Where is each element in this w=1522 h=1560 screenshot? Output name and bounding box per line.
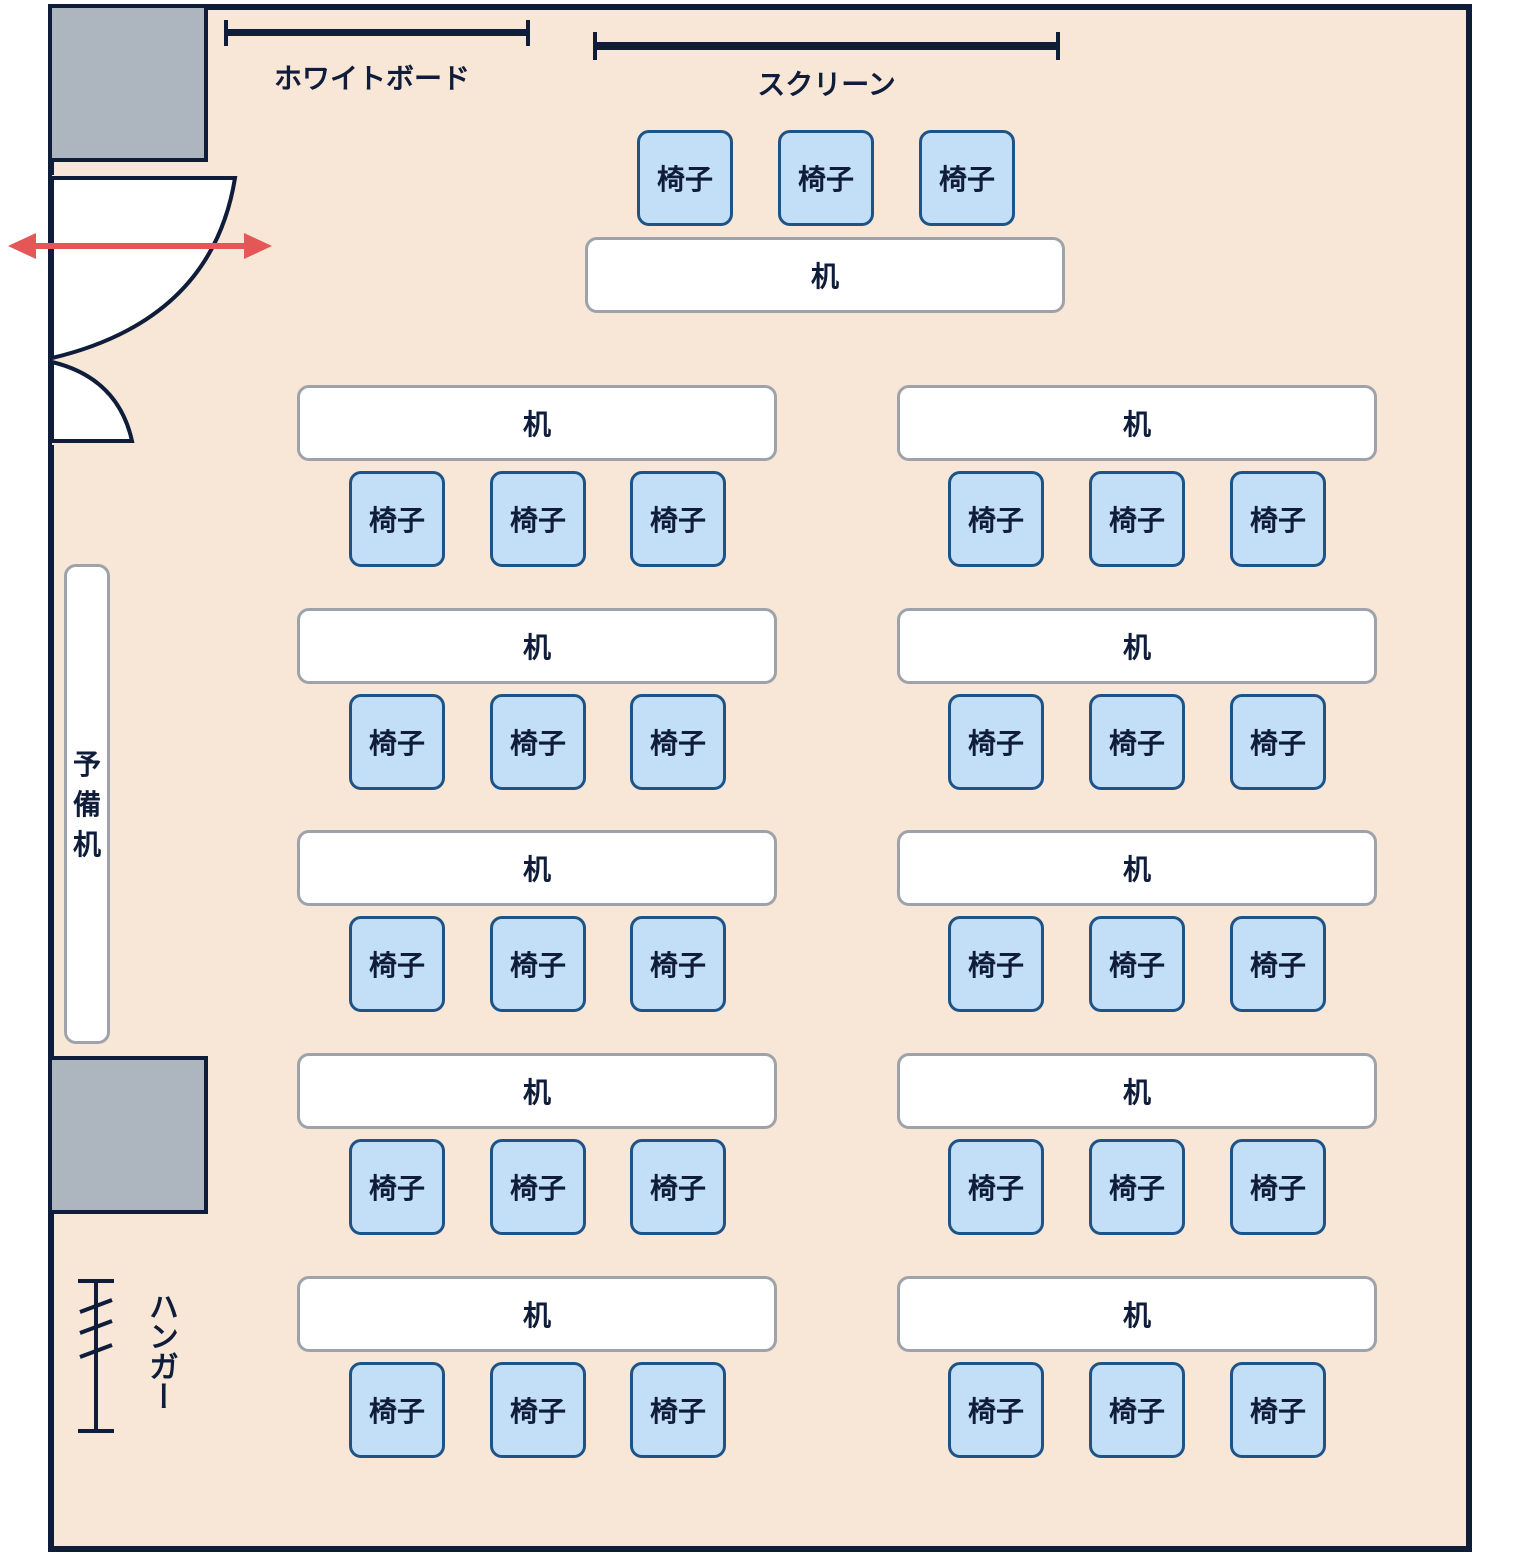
chair: 椅子 <box>630 471 726 567</box>
hanger-hook-2 <box>79 1319 113 1335</box>
chair: 椅子 <box>948 1362 1044 1458</box>
chair: 椅子 <box>948 471 1044 567</box>
chair: 椅子 <box>1230 694 1326 790</box>
hanger-hook-3 <box>79 1343 113 1359</box>
desk: 机 <box>297 1276 777 1352</box>
desk: 机 <box>897 1276 1377 1352</box>
chair: 椅子 <box>1230 1139 1326 1235</box>
chair: 椅子 <box>490 916 586 1012</box>
chair: 椅子 <box>349 916 445 1012</box>
chair: 椅子 <box>1089 694 1185 790</box>
screen-end-right <box>1056 32 1060 60</box>
chair: 椅子 <box>349 471 445 567</box>
desk: 机 <box>585 237 1065 313</box>
entrance-arrow-right-icon <box>244 233 272 259</box>
chair: 椅子 <box>778 130 874 226</box>
spare-desk <box>64 564 110 1044</box>
whiteboard-label: ホワイトボード <box>273 62 470 95</box>
chair: 椅子 <box>1230 471 1326 567</box>
desk: 机 <box>897 1053 1377 1129</box>
whiteboard-end-left <box>224 20 228 46</box>
chair: 椅子 <box>349 1139 445 1235</box>
chair: 椅子 <box>490 1139 586 1235</box>
chair: 椅子 <box>1089 471 1185 567</box>
desk: 机 <box>897 608 1377 684</box>
chair: 椅子 <box>1230 916 1326 1012</box>
desk: 机 <box>897 830 1377 906</box>
chair: 椅子 <box>637 130 733 226</box>
door-leaf-small <box>50 359 135 443</box>
whiteboard-end-right <box>526 20 530 46</box>
chair: 椅子 <box>948 916 1044 1012</box>
door-leaf-large <box>50 176 238 361</box>
chair: 椅子 <box>630 694 726 790</box>
desk: 机 <box>297 385 777 461</box>
pillar-top <box>48 4 208 162</box>
chair: 椅子 <box>1230 1362 1326 1458</box>
chair: 椅子 <box>490 694 586 790</box>
chair: 椅子 <box>948 1139 1044 1235</box>
chair: 椅子 <box>630 1139 726 1235</box>
screen-end-left <box>593 32 597 60</box>
desk: 机 <box>897 385 1377 461</box>
screen-label: スクリーン <box>757 68 896 101</box>
chair: 椅子 <box>919 130 1015 226</box>
chair: 椅子 <box>349 1362 445 1458</box>
spare-desk-label: 予備机 <box>72 748 101 861</box>
chair: 椅子 <box>490 1362 586 1458</box>
chair: 椅子 <box>630 1362 726 1458</box>
chair: 椅子 <box>349 694 445 790</box>
hanger-hook-1 <box>79 1298 113 1314</box>
whiteboard <box>224 29 530 36</box>
entrance-arrow-left-icon <box>8 233 36 259</box>
pillar-bottom <box>48 1056 208 1214</box>
screen <box>593 42 1060 50</box>
desk: 机 <box>297 608 777 684</box>
hanger-label: ハンガー <box>143 1291 178 1411</box>
chair: 椅子 <box>1089 1362 1185 1458</box>
chair: 椅子 <box>948 694 1044 790</box>
desk: 机 <box>297 1053 777 1129</box>
chair: 椅子 <box>1089 1139 1185 1235</box>
chair: 椅子 <box>1089 916 1185 1012</box>
chair: 椅子 <box>490 471 586 567</box>
desk: 机 <box>297 830 777 906</box>
chair: 椅子 <box>630 916 726 1012</box>
